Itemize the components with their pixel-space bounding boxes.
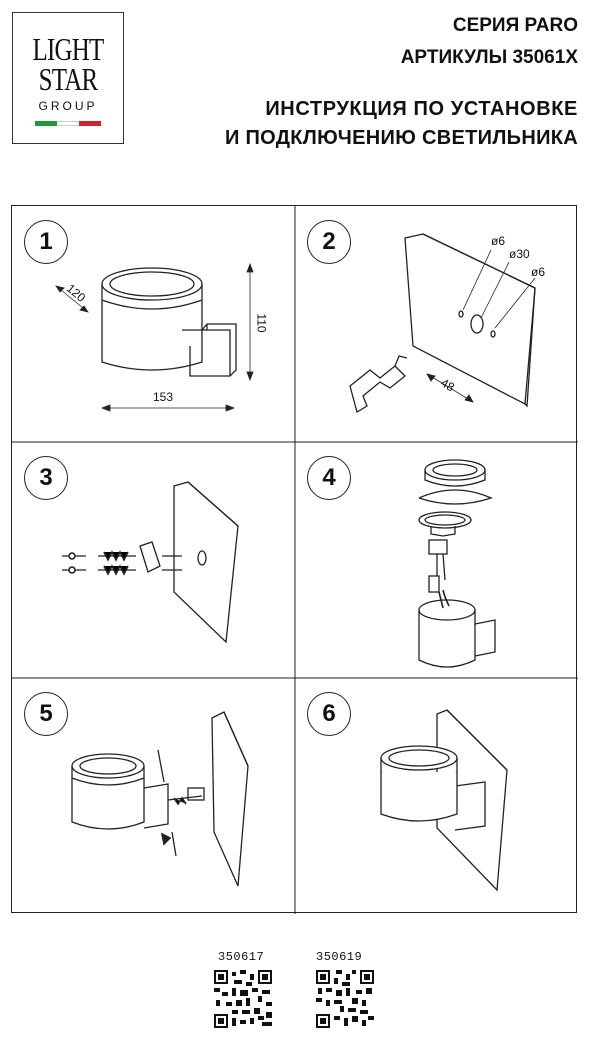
brand-logo: LIGHT STAR GROUP	[12, 12, 124, 144]
articles-label: АРТИКУЛЫ 35061X	[400, 47, 578, 68]
grid-lines	[12, 206, 578, 914]
step-4-panel: 4	[295, 442, 578, 678]
qr-code-label-2: 350619	[316, 950, 363, 964]
step-3-panel: 3	[12, 442, 295, 678]
dimension-width: 153	[153, 390, 174, 404]
step-3-number: 3	[24, 456, 68, 500]
installation-steps-grid: 1	[11, 205, 578, 914]
step-2-drilling-template-drawing	[349, 233, 536, 414]
hole-diameter-bottom: ø6	[531, 265, 546, 279]
logo-line-star: STAR	[38, 61, 98, 97]
step-6-panel: 6	[295, 678, 578, 914]
step-6-number: 6	[307, 692, 351, 736]
hole-diameter-top: ø6	[491, 234, 506, 248]
step-6-installed-fixture-drawing	[380, 709, 508, 892]
step-4-fixture-wiring-drawing	[418, 459, 496, 668]
instruction-title-line2: И ПОДКЛЮЧЕНИЮ СВЕТИЛЬНИКА	[224, 127, 578, 149]
instruction-title-line1: ИНСТРУКЦИЯ ПО УСТАНОВКЕ	[265, 98, 578, 120]
qr-code-350619[interactable]	[316, 970, 374, 1028]
dimension-height: 110	[254, 313, 269, 333]
step-1-fixture-dimensions-drawing	[55, 262, 254, 412]
logo-line-light: LIGHT	[32, 31, 105, 67]
italian-flag-stripe	[35, 121, 101, 126]
hole-diameter-center: ø30	[509, 247, 530, 261]
step-1-panel: 1	[12, 206, 295, 442]
step-1-number: 1	[24, 220, 68, 264]
step-3-bracket-mounting-drawing	[62, 481, 239, 644]
series-label: СЕРИЯ PARO	[452, 15, 578, 36]
step-4-number: 4	[307, 456, 351, 500]
step-5-number: 5	[24, 692, 68, 736]
qr-code-label-1: 350617	[218, 950, 265, 964]
step-2-number: 2	[307, 220, 351, 264]
qr-code-350617[interactable]	[214, 970, 272, 1028]
step-5-fixture-attaching-drawing	[71, 711, 249, 887]
logo-line-group: GROUP	[38, 99, 98, 113]
step-2-panel: 2	[295, 206, 578, 442]
step-5-panel: 5	[12, 678, 295, 914]
